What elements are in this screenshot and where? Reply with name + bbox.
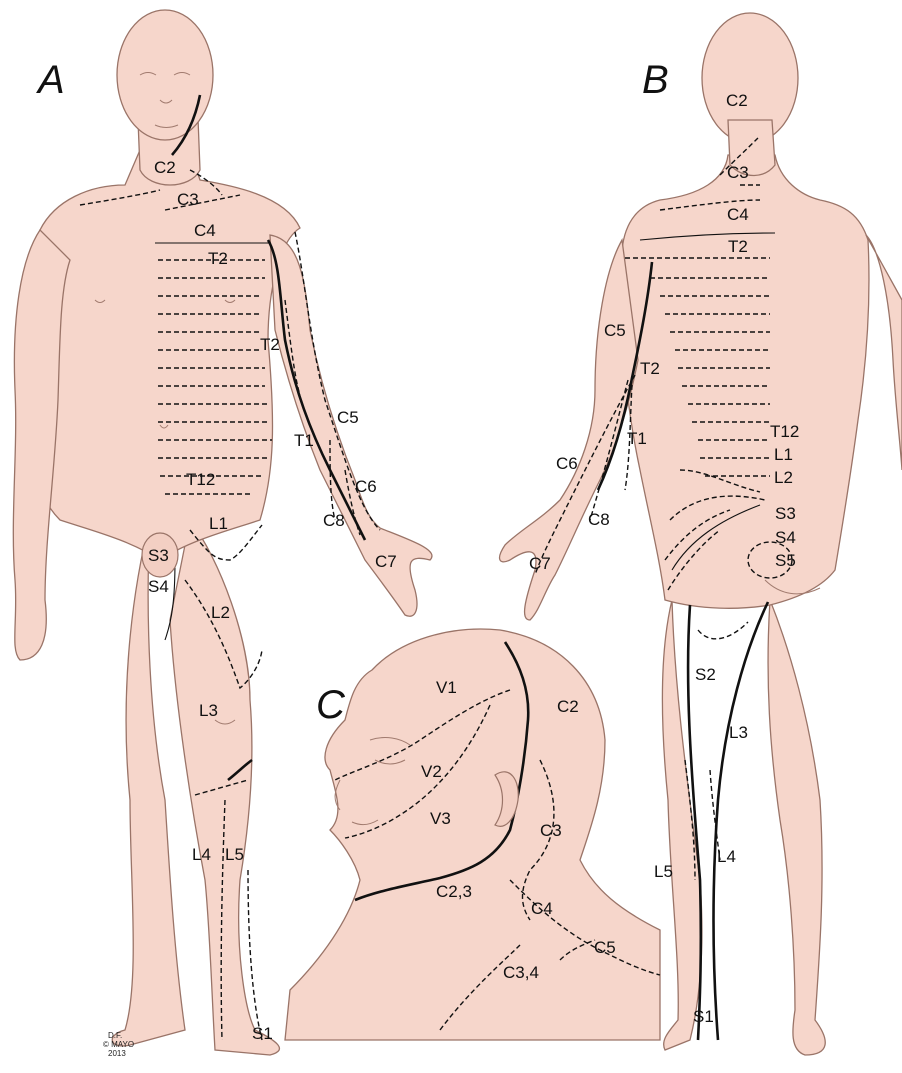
label-b-c3: C3	[727, 163, 749, 182]
panel-letter-b: B	[642, 58, 669, 102]
label-a-l1: L1	[209, 514, 228, 533]
label-b-l4: L4	[717, 847, 736, 866]
label-a-c4: C4	[194, 221, 216, 240]
label-b-s3: S3	[775, 504, 796, 523]
label-a-t2-chest: T2	[208, 249, 228, 268]
label-a-l5: L5	[225, 845, 244, 864]
label-c-v2: V2	[421, 762, 442, 781]
label-b-l1: L1	[774, 445, 793, 464]
label-b-c4: C4	[727, 205, 749, 224]
label-b-c6: C6	[556, 454, 578, 473]
label-c-c2: C2	[557, 697, 579, 716]
label-b-c8: C8	[588, 510, 610, 529]
label-a-s4: S4	[148, 577, 169, 596]
label-a-t1: T1	[294, 431, 314, 450]
label-b-t2-arm: T2	[640, 359, 660, 378]
label-a-t12: T12	[186, 470, 215, 489]
label-b-c7: C7	[529, 554, 551, 573]
label-b-t2-back: T2	[728, 237, 748, 256]
label-b-t1: T1	[627, 429, 647, 448]
label-a-c2: C2	[154, 158, 176, 177]
credit-line-1: D.F.	[108, 1031, 122, 1040]
label-b-l2: L2	[774, 468, 793, 487]
label-c-v3: V3	[430, 809, 451, 828]
credit-line-3: 2013	[108, 1049, 126, 1058]
label-b-t12: T12	[770, 422, 799, 441]
label-a-l2: L2	[211, 603, 230, 622]
label-c-v1: V1	[436, 678, 457, 697]
label-a-c6: C6	[355, 477, 377, 496]
label-b-s2: S2	[695, 665, 716, 684]
label-a-c5: C5	[337, 408, 359, 427]
label-c-c3-4: C3,4	[503, 963, 539, 982]
label-c-c4: C4	[531, 899, 553, 918]
label-a-l3: L3	[199, 701, 218, 720]
label-a-c7: C7	[375, 552, 397, 571]
label-b-l5: L5	[654, 862, 673, 881]
label-b-l3: L3	[729, 723, 748, 742]
label-a-c3: C3	[177, 190, 199, 209]
label-a-s3: S3	[148, 546, 169, 565]
label-c-c3: C3	[540, 821, 562, 840]
label-b-c2: C2	[726, 91, 748, 110]
label-a-c8: C8	[323, 511, 345, 530]
panel-letter-c: C	[316, 683, 346, 727]
label-a-s1: S1	[252, 1024, 273, 1043]
label-c-c5: C5	[594, 938, 616, 957]
credit-line-2: © MAYO	[103, 1040, 134, 1049]
label-a-t2-arm: T2	[260, 335, 280, 354]
label-a-l4: L4	[192, 845, 211, 864]
label-b-s1: S1	[693, 1007, 714, 1026]
label-b-s5: S5	[775, 551, 796, 570]
label-b-s4: S4	[775, 528, 796, 547]
panel-letter-a: A	[36, 58, 65, 102]
label-c-c2-3: C2,3	[436, 882, 472, 901]
label-b-c5: C5	[604, 321, 626, 340]
